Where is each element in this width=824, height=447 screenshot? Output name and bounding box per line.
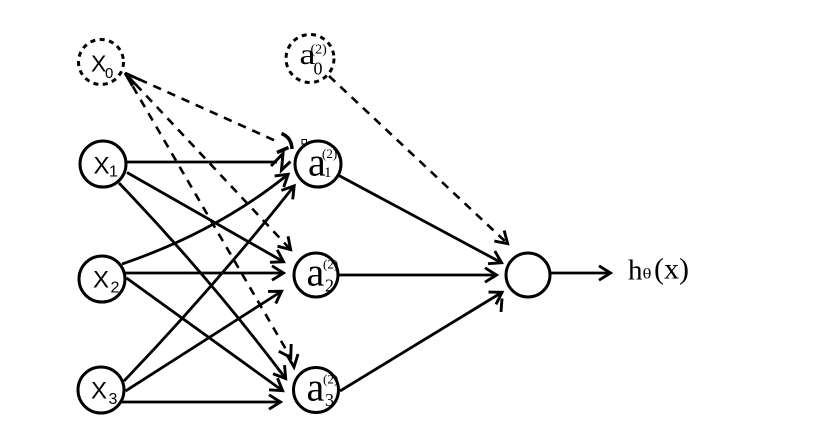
svg-text:θ: θ [643,265,652,282]
svg-text:2: 2 [111,280,120,297]
svg-text:(2): (2) [311,43,328,58]
svg-text:(2): (2) [323,372,338,387]
svg-text:X: X [93,267,109,294]
svg-text:(x): (x) [654,253,689,286]
svg-text:a: a [307,365,325,410]
svg-text:a: a [308,140,326,185]
svg-text:X: X [94,153,110,180]
svg-text:3: 3 [109,391,118,408]
svg-text:2: 2 [325,276,334,296]
svg-text:3: 3 [325,390,334,410]
svg-text:h: h [628,255,643,287]
svg-text:1: 1 [324,165,332,181]
svg-text:0: 0 [314,59,323,79]
svg-text:X: X [91,51,106,77]
svg-text:a: a [307,250,325,295]
svg-text:a: a [300,38,316,71]
svg-text:1: 1 [109,164,118,181]
svg-text:(2): (2) [323,257,338,272]
svg-text:X: X [91,378,107,405]
svg-text:0: 0 [105,65,113,82]
svg-text:(2): (2) [322,146,337,161]
